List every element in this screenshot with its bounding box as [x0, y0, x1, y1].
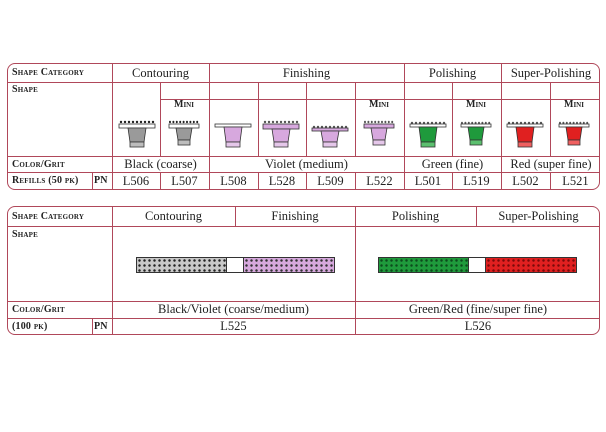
category-super-polishing: Super-Polishing — [510, 65, 592, 80]
strip-green-red — [378, 257, 577, 273]
mini-label: Mini — [174, 99, 194, 110]
mini-label: Mini — [466, 99, 486, 110]
divider — [355, 82, 356, 156]
part-number: L525 — [220, 319, 247, 333]
divider — [8, 82, 599, 83]
divider — [8, 156, 599, 157]
part-number: L526 — [464, 319, 492, 333]
shape-l501-icon — [409, 121, 447, 148]
shape-label: Shape — [12, 84, 39, 95]
part-number: L502 — [512, 173, 539, 188]
shape-l519-icon — [460, 121, 492, 146]
shape-l528-icon — [262, 120, 300, 148]
divider — [258, 82, 259, 156]
product-table-1: Shape Category Shape Color/Grit Refills … — [7, 63, 600, 190]
divider — [8, 318, 599, 319]
pn-label: PN — [94, 175, 108, 186]
divider — [8, 172, 599, 173]
divider — [92, 318, 93, 334]
part-number: L501 — [414, 173, 442, 188]
grit-green-red: Green/Red (fine/super fine) — [408, 302, 548, 316]
divider — [112, 207, 113, 334]
divider — [306, 82, 307, 156]
divider — [550, 172, 551, 189]
color-grit-label: Color/Grit — [12, 304, 65, 315]
strip-black-segment — [137, 258, 226, 272]
part-number: L509 — [317, 173, 344, 188]
strip-blank-segment — [468, 258, 486, 272]
part-number: L508 — [220, 173, 247, 188]
divider — [235, 207, 236, 226]
category-contouring: Contouring — [132, 65, 189, 80]
divider — [160, 172, 161, 189]
category-contouring: Contouring — [145, 209, 202, 223]
shapes-row — [118, 120, 590, 148]
divider — [355, 172, 356, 189]
part-number: L519 — [463, 173, 490, 188]
divider — [112, 64, 113, 189]
shape-category-label: Shape Category — [12, 67, 85, 78]
strip-red-segment — [486, 258, 576, 272]
shape-label: Shape — [12, 229, 39, 240]
divider — [550, 82, 551, 156]
divider — [306, 172, 307, 189]
grit-black: Black (coarse) — [124, 156, 197, 171]
part-number: L528 — [268, 173, 296, 188]
strip-black-violet — [136, 257, 335, 273]
divider — [452, 82, 453, 156]
category-polishing: Polishing — [428, 65, 477, 80]
shape-l502-icon — [506, 121, 544, 148]
mini-label: Mini — [564, 99, 584, 110]
shape-l521-icon — [558, 121, 590, 146]
divider — [404, 64, 405, 189]
strip-blank-segment — [226, 258, 244, 272]
shape-l509-icon — [311, 125, 349, 148]
shape-l506-icon — [118, 120, 156, 148]
category-finishing: Finishing — [271, 209, 319, 223]
color-grit-label: Color/Grit — [12, 159, 65, 170]
pack-label: (100 pk) — [12, 321, 48, 332]
part-number: L507 — [171, 173, 198, 188]
category-polishing: Polishing — [391, 209, 440, 223]
divider — [92, 172, 93, 189]
category-super-polishing: Super-Polishing — [498, 209, 579, 223]
shape-l507-icon — [168, 120, 200, 146]
grit-black-violet: Black/Violet (coarse/medium) — [158, 302, 309, 316]
divider — [476, 207, 477, 226]
grit-green: Green (fine) — [421, 156, 484, 171]
divider — [8, 301, 599, 302]
divider — [501, 64, 502, 189]
divider — [209, 64, 210, 189]
divider — [258, 172, 259, 189]
shape-category-label: Shape Category — [12, 211, 85, 222]
mini-label: Mini — [369, 99, 389, 110]
divider — [8, 226, 599, 227]
divider — [452, 172, 453, 189]
divider — [355, 207, 356, 334]
pn-label: PN — [94, 321, 108, 332]
divider — [160, 99, 599, 100]
part-number: L521 — [562, 173, 589, 188]
part-number: L522 — [366, 173, 393, 188]
shape-l508-icon — [214, 123, 252, 148]
part-number: L506 — [122, 173, 150, 188]
grit-red: Red (super fine) — [510, 156, 592, 171]
divider — [160, 82, 161, 156]
strip-violet-segment — [244, 258, 334, 272]
refills-label: Refills (50 pk) — [12, 175, 79, 186]
grit-violet: Violet (medium) — [265, 156, 348, 171]
product-table-2: Shape Category Shape Color/Grit (100 pk)… — [7, 206, 600, 335]
strip-green-segment — [379, 258, 468, 272]
shape-l522-icon — [363, 120, 395, 146]
category-finishing: Finishing — [282, 65, 331, 80]
